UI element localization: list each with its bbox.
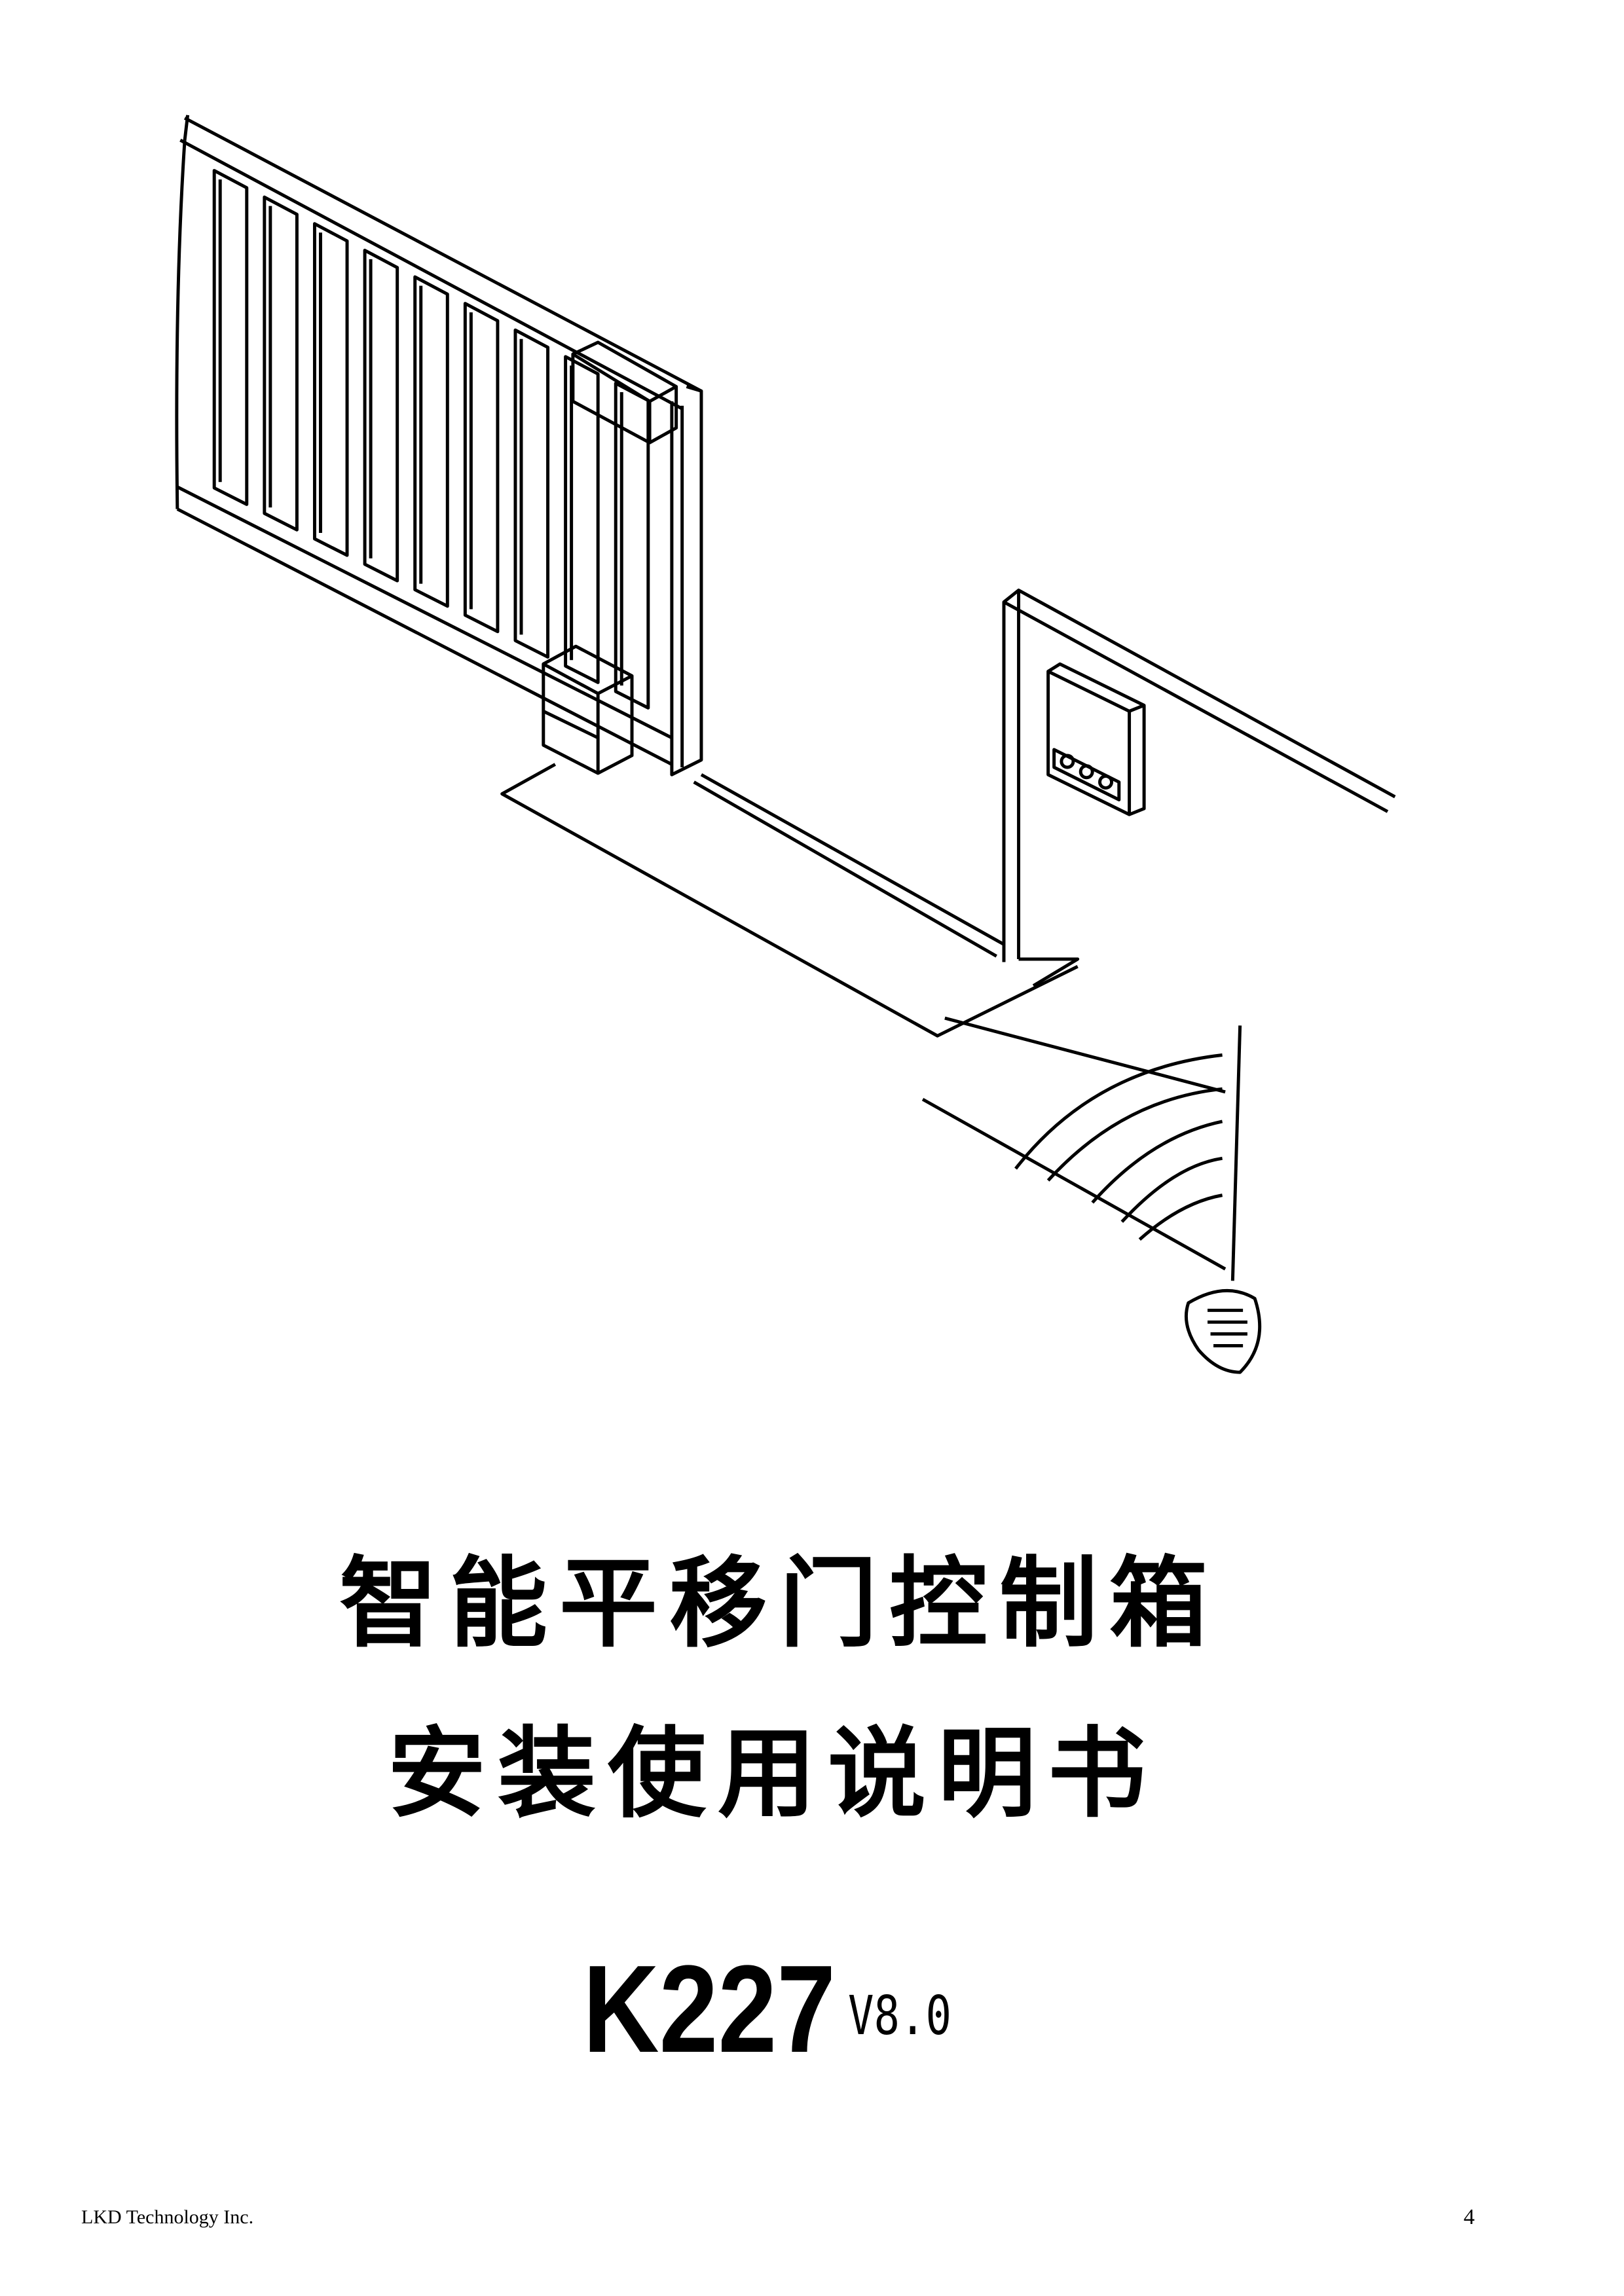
gate-bar [564,355,600,684]
gate-bar [263,195,299,532]
gate-bar [312,222,349,557]
gate-bar [363,248,399,583]
footer-company: LKD Technology Inc. [81,2206,254,2228]
keypad [1046,662,1146,816]
model-label: K227 V8.0 [583,1938,951,2081]
gate-bar [513,328,550,659]
title-line-1: 智能平移门控制箱 [339,1547,1219,1661]
top-motor [571,340,678,445]
gate-bar [212,169,249,506]
ground-motor-box [542,644,634,775]
page-number: 4 [1464,2205,1475,2229]
ground-area [500,763,1079,1038]
remote-signal [921,1016,1262,1374]
gate-frame [175,115,703,776]
version-number: V8.0 [848,1985,951,2047]
gate-bar [463,302,500,634]
title-line-2: 安装使用说明书 [387,1717,1158,1831]
model-number: K227 [583,1940,836,2079]
gate-bars [212,169,650,710]
gate-bar [413,275,449,608]
wall [1002,589,1396,987]
